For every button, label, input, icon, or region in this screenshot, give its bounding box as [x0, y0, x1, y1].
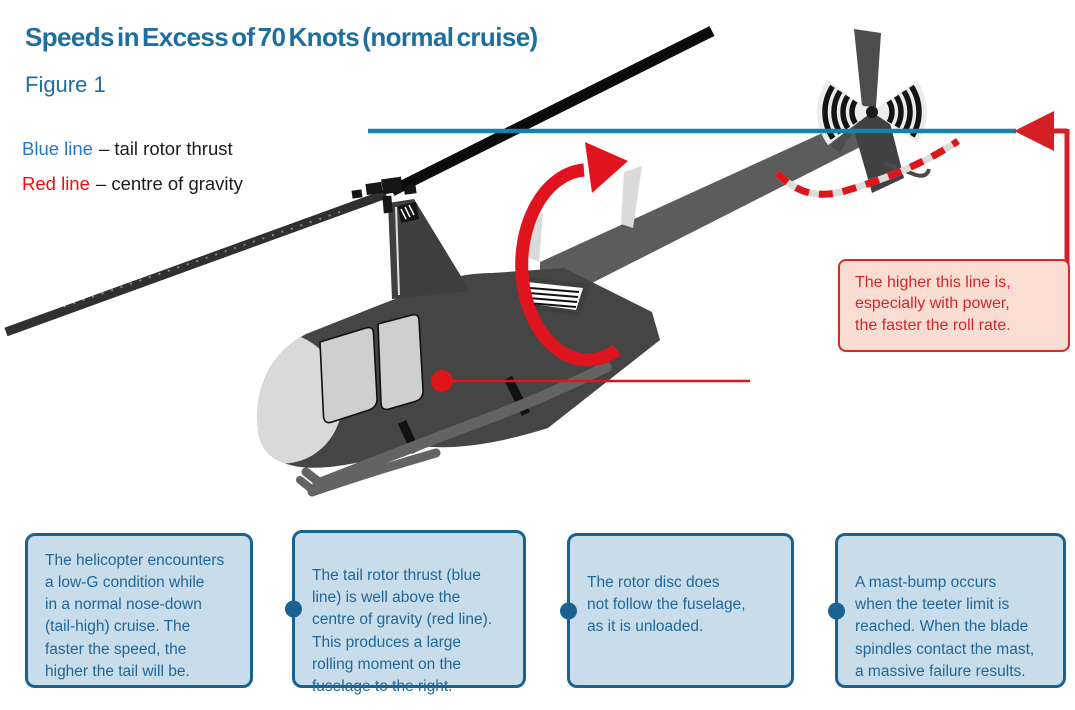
- roll-rate-callout: The higher this line is, especially with…: [838, 259, 1070, 352]
- centre-of-gravity-marker: [431, 370, 750, 392]
- note-box-low-g: The helicopter encounters a low-G condit…: [25, 533, 253, 688]
- note-box-mast-bump: A mast-bump occurs when the teeter limit…: [828, 533, 1066, 688]
- far-skid-icon: [296, 448, 441, 497]
- nose-cone-icon: [257, 332, 343, 464]
- note-text: The rotor disc does not follow the fusel…: [587, 574, 746, 636]
- main-rotor-blade-icon: [4, 26, 715, 337]
- rotor-disc-dashed-line-icon: [774, 138, 960, 198]
- rotor-hub-icon: [351, 176, 417, 214]
- legend-item-blue-line: Blue line– tail rotor thrust: [22, 138, 243, 160]
- connector-dot-icon: [560, 602, 577, 619]
- mast-fairing-icon: [388, 199, 470, 299]
- note-text: A mast-bump occurs when the teeter limit…: [855, 574, 1035, 680]
- legend-text-blue-line: – tail rotor thrust: [98, 138, 233, 159]
- connector-dot-icon: [828, 602, 845, 619]
- tail-fin-icon: [851, 107, 931, 193]
- near-skid-icon: [301, 361, 612, 490]
- connector-dot-icon: [285, 600, 302, 618]
- legend-text-red-line: – centre of gravity: [95, 173, 243, 194]
- engine-grille-icon: [518, 276, 590, 316]
- legend-key-red-line: Red line: [22, 173, 90, 194]
- legend: Blue line– tail rotor thrust Red line– c…: [22, 138, 243, 208]
- note-box-rotor-disc: The rotor disc does not follow the fusel…: [560, 533, 794, 688]
- note-box-rolling-moment: The tail rotor thrust (blue line) is wel…: [285, 530, 526, 695]
- note-text: The tail rotor thrust (blue line) is wel…: [312, 567, 493, 695]
- legend-key-blue-line: Blue line: [22, 138, 93, 159]
- cabin-window-icon: [319, 313, 424, 424]
- legend-item-red-line: Red line– centre of gravity: [22, 173, 243, 195]
- figure-label: Figure 1: [25, 72, 106, 97]
- tail-boom-icon: [540, 114, 878, 296]
- rolling-moment-arrow-icon: [515, 142, 628, 367]
- page-title: Speeds in Excess of 70 Knots (normal cru…: [25, 22, 538, 52]
